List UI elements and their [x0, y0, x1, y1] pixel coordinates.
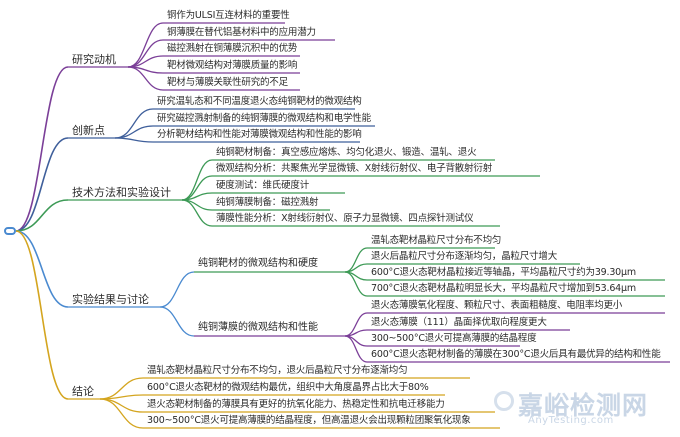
leaf-connector	[114, 125, 154, 139]
section-innovation: 创新点	[72, 124, 105, 137]
film-result-item: 300~500°C退火可提高薄膜的结晶程度	[371, 333, 537, 344]
leaf-connector	[181, 159, 213, 201]
methods-item: 纯铜靶材制备：真空感应熔炼、均匀化退火、锻造、温轧、退火	[216, 147, 477, 158]
conclusion-item: 300~500°C退火可提高薄膜的结晶程度，但高温退火会出现颗粒团聚氧化现象	[147, 415, 471, 426]
methods-item: 纯铜薄膜制备：磁控溅射	[216, 197, 319, 208]
leaf-connector	[181, 199, 213, 227]
film-result-item: 退火态薄膜氧化程度、颗粒尺寸、表面粗糙度、电阻率均更小	[371, 300, 623, 311]
target-result-item: 600°C退火态靶材晶粒接近等轴晶，平均晶粒尺寸约为39.30μm	[371, 267, 636, 278]
branch-line	[15, 230, 69, 308]
leaf-connector	[344, 271, 368, 297]
branch-line	[15, 137, 69, 232]
root-node	[4, 227, 16, 235]
target-result-item: 退火后晶粒尺寸分布逐渐均匀，晶粒尺寸增大	[371, 251, 558, 262]
branch-line	[15, 230, 69, 400]
methods-item: 薄膜性能分析：X射线衍射仪、原子力显微镜、四点探针测试仪	[216, 213, 474, 224]
innovation-item: 分析靶材结构和性能对薄膜微观结构和性能的影响	[157, 129, 362, 140]
section-methods: 技术方法和实验设计	[72, 186, 171, 199]
innovation-item: 研究磁控溅射制备的纯铜薄膜的微观结构和电学性能	[157, 113, 371, 124]
leaf-connector	[344, 329, 368, 337]
branch-line	[15, 66, 69, 232]
motivation-item: 铜薄膜在替代铝基材料中的应用潜力	[167, 27, 316, 38]
watermark-logo-icon	[494, 391, 514, 411]
conclusion-item: 温轧态靶材晶粒尺寸分布不均匀，退火后晶粒尺寸分布逐渐均匀	[147, 365, 408, 376]
group-connector	[159, 306, 195, 337]
leaf-connector	[114, 137, 154, 143]
leaf-connector	[99, 377, 144, 400]
leaf-connector	[99, 398, 144, 429]
motivation-item: 铜作为ULSI互连材料的重要性	[167, 10, 290, 21]
leaf-connector	[99, 398, 144, 413]
watermark-url: AnyTesting.com	[528, 415, 614, 426]
results-group-target: 纯铜靶材的微观结构和硬度	[198, 258, 318, 269]
section-results: 实验结果与讨论	[72, 293, 149, 306]
target-result-item: 700°C退火态靶材晶粒明显长大，平均晶粒尺寸增加到53.64μm	[371, 283, 636, 294]
motivation-item: 靶材微观结构对薄膜质量的影响	[167, 60, 298, 71]
results-group-film: 纯铜薄膜的微观结构和性能	[198, 322, 318, 333]
group-connector	[159, 271, 195, 308]
section-conclusion: 结论	[72, 385, 94, 398]
methods-item: 硬度测试：维氏硬度计	[216, 180, 310, 191]
film-result-item: 600°C退火态靶材制备的薄膜在300°C退火后具有最优异的结构和性能	[371, 349, 661, 360]
leaf-connector	[99, 394, 144, 400]
target-result-item: 温轧态靶材晶粒尺寸分布不均匀	[371, 235, 502, 246]
conclusion-item: 退火态靶材制备的薄膜具有更好的抗氧化能力、热稳定性和抗电迁移能力	[147, 399, 445, 410]
motivation-item: 靶材与薄膜关联性研究的不足	[167, 77, 288, 88]
leaf-connector	[127, 22, 164, 68]
leaf-connector	[114, 108, 154, 139]
motivation-item: 磁控溅射在铜薄膜沉积中的优势	[167, 43, 298, 54]
branch-line	[15, 199, 69, 232]
section-motivation: 研究动机	[72, 53, 116, 66]
film-result-item: 退火态薄膜（111）晶面择优取向程度更大	[371, 317, 547, 328]
methods-item: 微观结构分析：共聚焦光学显微镜、X射线衍射仪、电子背散射衍射	[216, 163, 493, 174]
watermark-text: 嘉峪检测网	[518, 391, 649, 420]
conclusion-item: 600°C退火态靶材的微观结构最优，组织中大角度晶界占比大于80%	[147, 382, 429, 393]
leaf-connector	[344, 335, 368, 363]
leaf-connector	[127, 66, 164, 91]
innovation-item: 研究温轧态和不同温度退火态纯铜靶材的微观结构	[157, 96, 362, 107]
